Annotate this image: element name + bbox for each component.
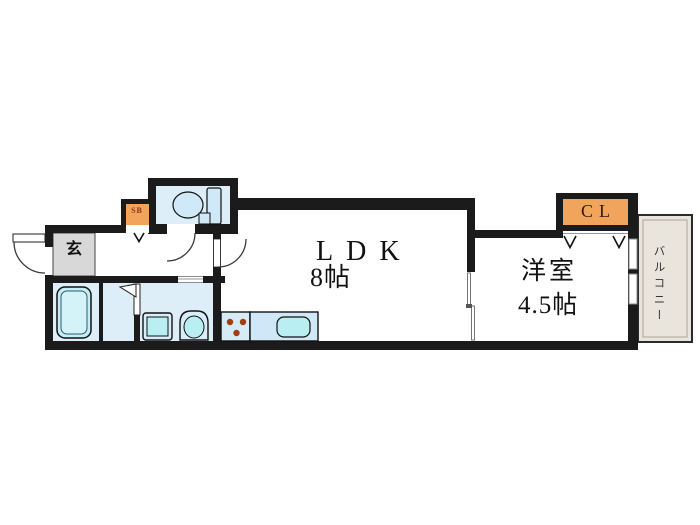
burner-dot xyxy=(226,318,234,326)
wall-left-upper xyxy=(45,225,53,247)
closet-fill xyxy=(563,199,628,225)
bath-fixtures xyxy=(56,286,209,341)
sliding-door-panel-top xyxy=(467,272,471,307)
washbasin-bowl xyxy=(183,315,205,339)
closet xyxy=(556,193,638,250)
wall-left-lower xyxy=(45,275,53,350)
sliding-door-panel-bottom xyxy=(471,305,475,341)
shoe-box xyxy=(121,199,154,244)
kitchen-sink-icon xyxy=(276,316,311,338)
wall-ldk-top xyxy=(230,198,475,210)
laundry-door-swing-icon xyxy=(118,283,137,298)
bathtub-inner xyxy=(60,290,88,335)
balcony-windows xyxy=(628,238,638,305)
kitchen xyxy=(220,311,319,342)
washing-machine-inner xyxy=(146,316,169,337)
shoe-box-door-chevron-icon xyxy=(133,232,145,244)
walls xyxy=(45,193,638,350)
window-upper-icon xyxy=(628,238,638,270)
balcony-area xyxy=(637,214,693,343)
toilet-icon xyxy=(172,187,222,225)
window-lower-icon xyxy=(628,273,638,305)
wall-hall-bottom xyxy=(45,276,225,283)
shoe-box-label: SB xyxy=(131,206,143,215)
closet-door-chevron-left-icon xyxy=(563,235,577,250)
closet-label: CL xyxy=(580,201,616,221)
burner-dot xyxy=(233,329,240,337)
ldk-room-label: LDK xyxy=(316,236,413,267)
sliding-door-junction xyxy=(466,304,472,308)
closet-door-chevron-right-icon xyxy=(612,235,626,250)
wall-bath-divider xyxy=(99,283,103,341)
shoe-box-door-gap xyxy=(126,225,149,233)
balcony-inner-line xyxy=(642,219,688,338)
shoe-box-fill xyxy=(126,204,149,225)
balcony-outline xyxy=(637,214,693,343)
toilet-room xyxy=(148,178,238,234)
sliding-door xyxy=(466,272,476,341)
ldk-door-leaf xyxy=(213,238,221,268)
doors xyxy=(12,232,247,316)
burner-dot xyxy=(239,318,247,326)
ldk-room-size: 8帖 xyxy=(310,263,352,292)
stove-icon xyxy=(220,311,251,342)
toilet-door-arc xyxy=(166,232,196,262)
wall-entrance-top xyxy=(45,225,127,233)
ldk-door-arc xyxy=(217,238,247,268)
western-room-label: 洋室 xyxy=(521,258,578,285)
entrance-door-leaf xyxy=(12,233,46,243)
laundry-door-leaf xyxy=(133,283,141,316)
wall-western-top xyxy=(467,230,563,238)
wall-right-outer xyxy=(628,193,638,350)
western-room-size: 4.5帖 xyxy=(518,292,579,319)
entrance-door-arc xyxy=(13,241,46,274)
balcony-label: バルコニー xyxy=(652,245,665,325)
closet-left-jamb xyxy=(556,231,563,238)
entrance-floor xyxy=(52,232,96,277)
wall-laundry-stub xyxy=(134,315,140,341)
entrance-label: 玄 xyxy=(65,241,82,258)
wall-laundry-right xyxy=(213,276,221,350)
wall-bottom xyxy=(45,341,638,350)
toilet-door-gap xyxy=(167,224,195,234)
